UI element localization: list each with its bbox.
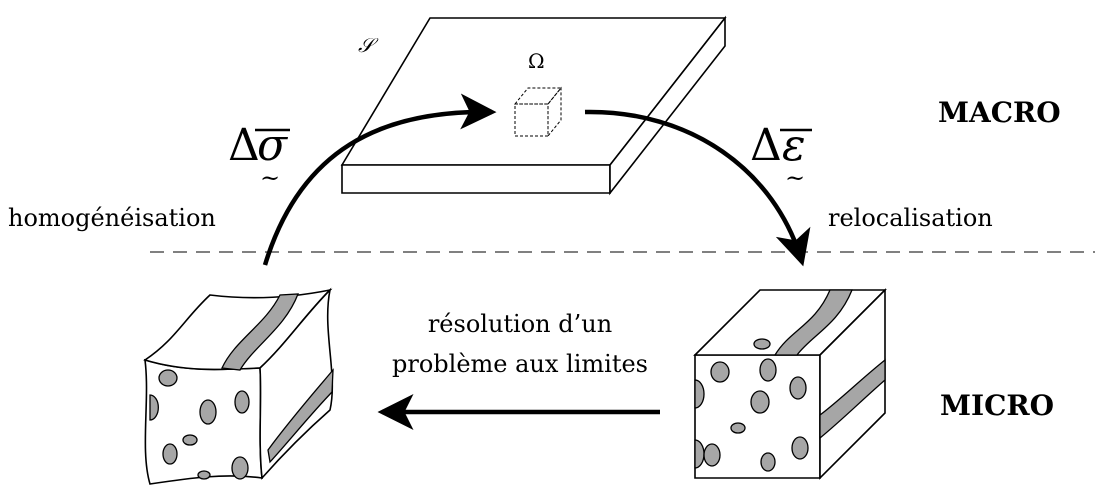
plate-front-face bbox=[341, 164, 611, 194]
fiber-band-side bbox=[819, 358, 886, 440]
bvp-label-line2: problème aux limites bbox=[392, 350, 648, 378]
micro-cube-left bbox=[143, 287, 334, 485]
homogenization-arrow bbox=[262, 93, 497, 266]
omega-label: Ω bbox=[528, 49, 545, 73]
micro-label: MICRO bbox=[940, 389, 1054, 422]
micro-cube-right bbox=[693, 288, 887, 480]
macro-label: MACRO bbox=[938, 96, 1061, 129]
delta-epsilon-label: Δ ε ~ bbox=[750, 120, 812, 192]
delta-epsilon-delta: Δ bbox=[750, 120, 782, 171]
delta-sigma-delta: Δ bbox=[228, 120, 260, 171]
relocalization-label: relocalisation bbox=[828, 204, 993, 232]
delta-sigma-tilde: ~ bbox=[260, 164, 280, 192]
macro-plate bbox=[340, 15, 727, 196]
delta-sigma-symbol: σ bbox=[257, 120, 289, 171]
relocalization-arrow bbox=[584, 109, 811, 267]
plate-side-face bbox=[609, 15, 726, 196]
fiber-band-top bbox=[773, 289, 853, 356]
structure-label: 𝒮 bbox=[358, 33, 379, 57]
homogenization-label: homogénéisation bbox=[8, 204, 216, 232]
delta-epsilon-tilde: ~ bbox=[785, 164, 805, 192]
bvp-label-line1: résolution d’un bbox=[428, 310, 612, 338]
delta-sigma-label: Δ σ ~ bbox=[228, 120, 290, 192]
delta-epsilon-symbol: ε bbox=[782, 120, 806, 171]
omega-cube bbox=[513, 86, 563, 138]
